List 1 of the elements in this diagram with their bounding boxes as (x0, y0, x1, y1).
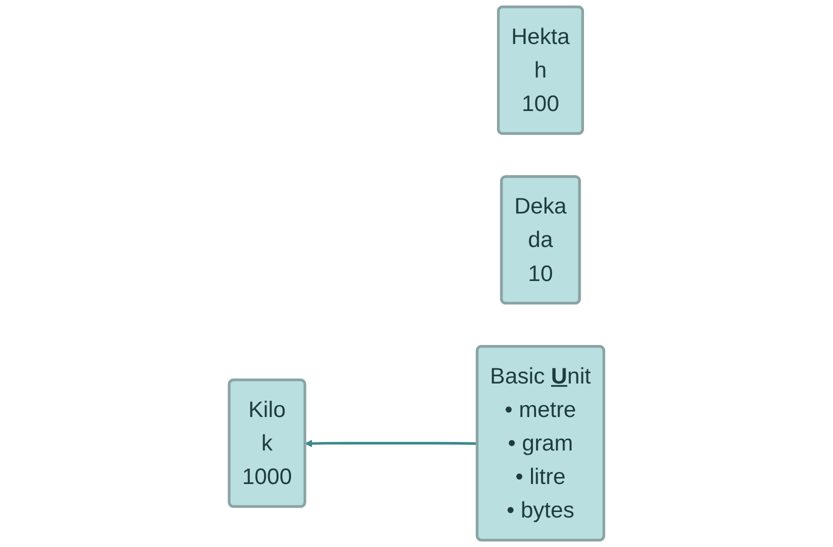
arrow (304, 440, 478, 448)
